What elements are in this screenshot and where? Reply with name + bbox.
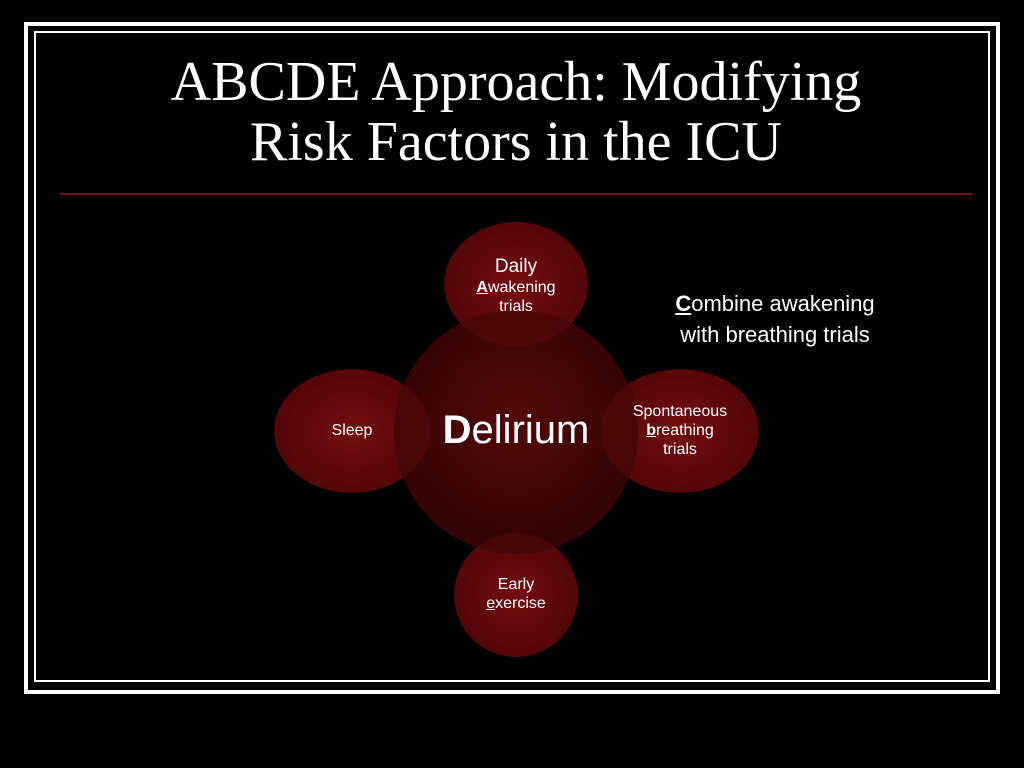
note-line-2: with breathing trials [680,322,870,347]
slide-title: ABCDE Approach: Modifying Risk Factors i… [60,52,972,172]
exercise-letter-e: e [486,595,496,612]
breathing-rest: reathing [655,422,714,439]
circle-awakening [444,222,588,346]
note-rest: ombine awakening [691,291,875,316]
title-line-1: ABCDE Approach: Modifying [170,51,862,113]
delirium-letter-d: D [442,408,472,452]
label-awakening: Daily Awakening trials [456,256,576,316]
awakening-line-3: trials [499,298,533,315]
circle-exercise [454,533,578,657]
breathing-line-1: Spontaneous [632,403,728,420]
label-sleep: Sleep [302,421,402,440]
awakening-letter-a: A [476,279,488,296]
awakening-rest: wakening [487,279,556,296]
delirium-rest: elirium [471,408,590,452]
combine-note: Combine awakening with breathing trials [640,288,910,350]
breathing-line-3: trials [663,441,697,458]
breathing-letter-b: b [646,422,656,439]
label-breathing: Spontaneous breathing trials [615,402,745,459]
circle-delirium [394,310,638,554]
title-line-2: Risk Factors in the ICU [250,111,782,173]
circle-sleep [274,369,430,493]
inner-frame [34,31,990,682]
breathing-line-2: breathing [615,421,745,440]
exercise-line-2: exercise [466,594,566,613]
exercise-line-1: Early [497,576,535,593]
outer-frame [24,22,1000,694]
note-letter-c: C [675,291,692,316]
circle-breathing [601,369,759,493]
exercise-rest: xercise [495,595,546,612]
label-exercise: Early exercise [466,575,566,613]
title-divider [60,193,972,195]
awakening-line-2: Awakening [456,278,576,297]
label-delirium: Delirium [416,408,616,452]
awakening-line-1: Daily [494,256,538,277]
sleep-text: Sleep [331,422,373,439]
note-line-1: Combine awakening [640,288,910,319]
